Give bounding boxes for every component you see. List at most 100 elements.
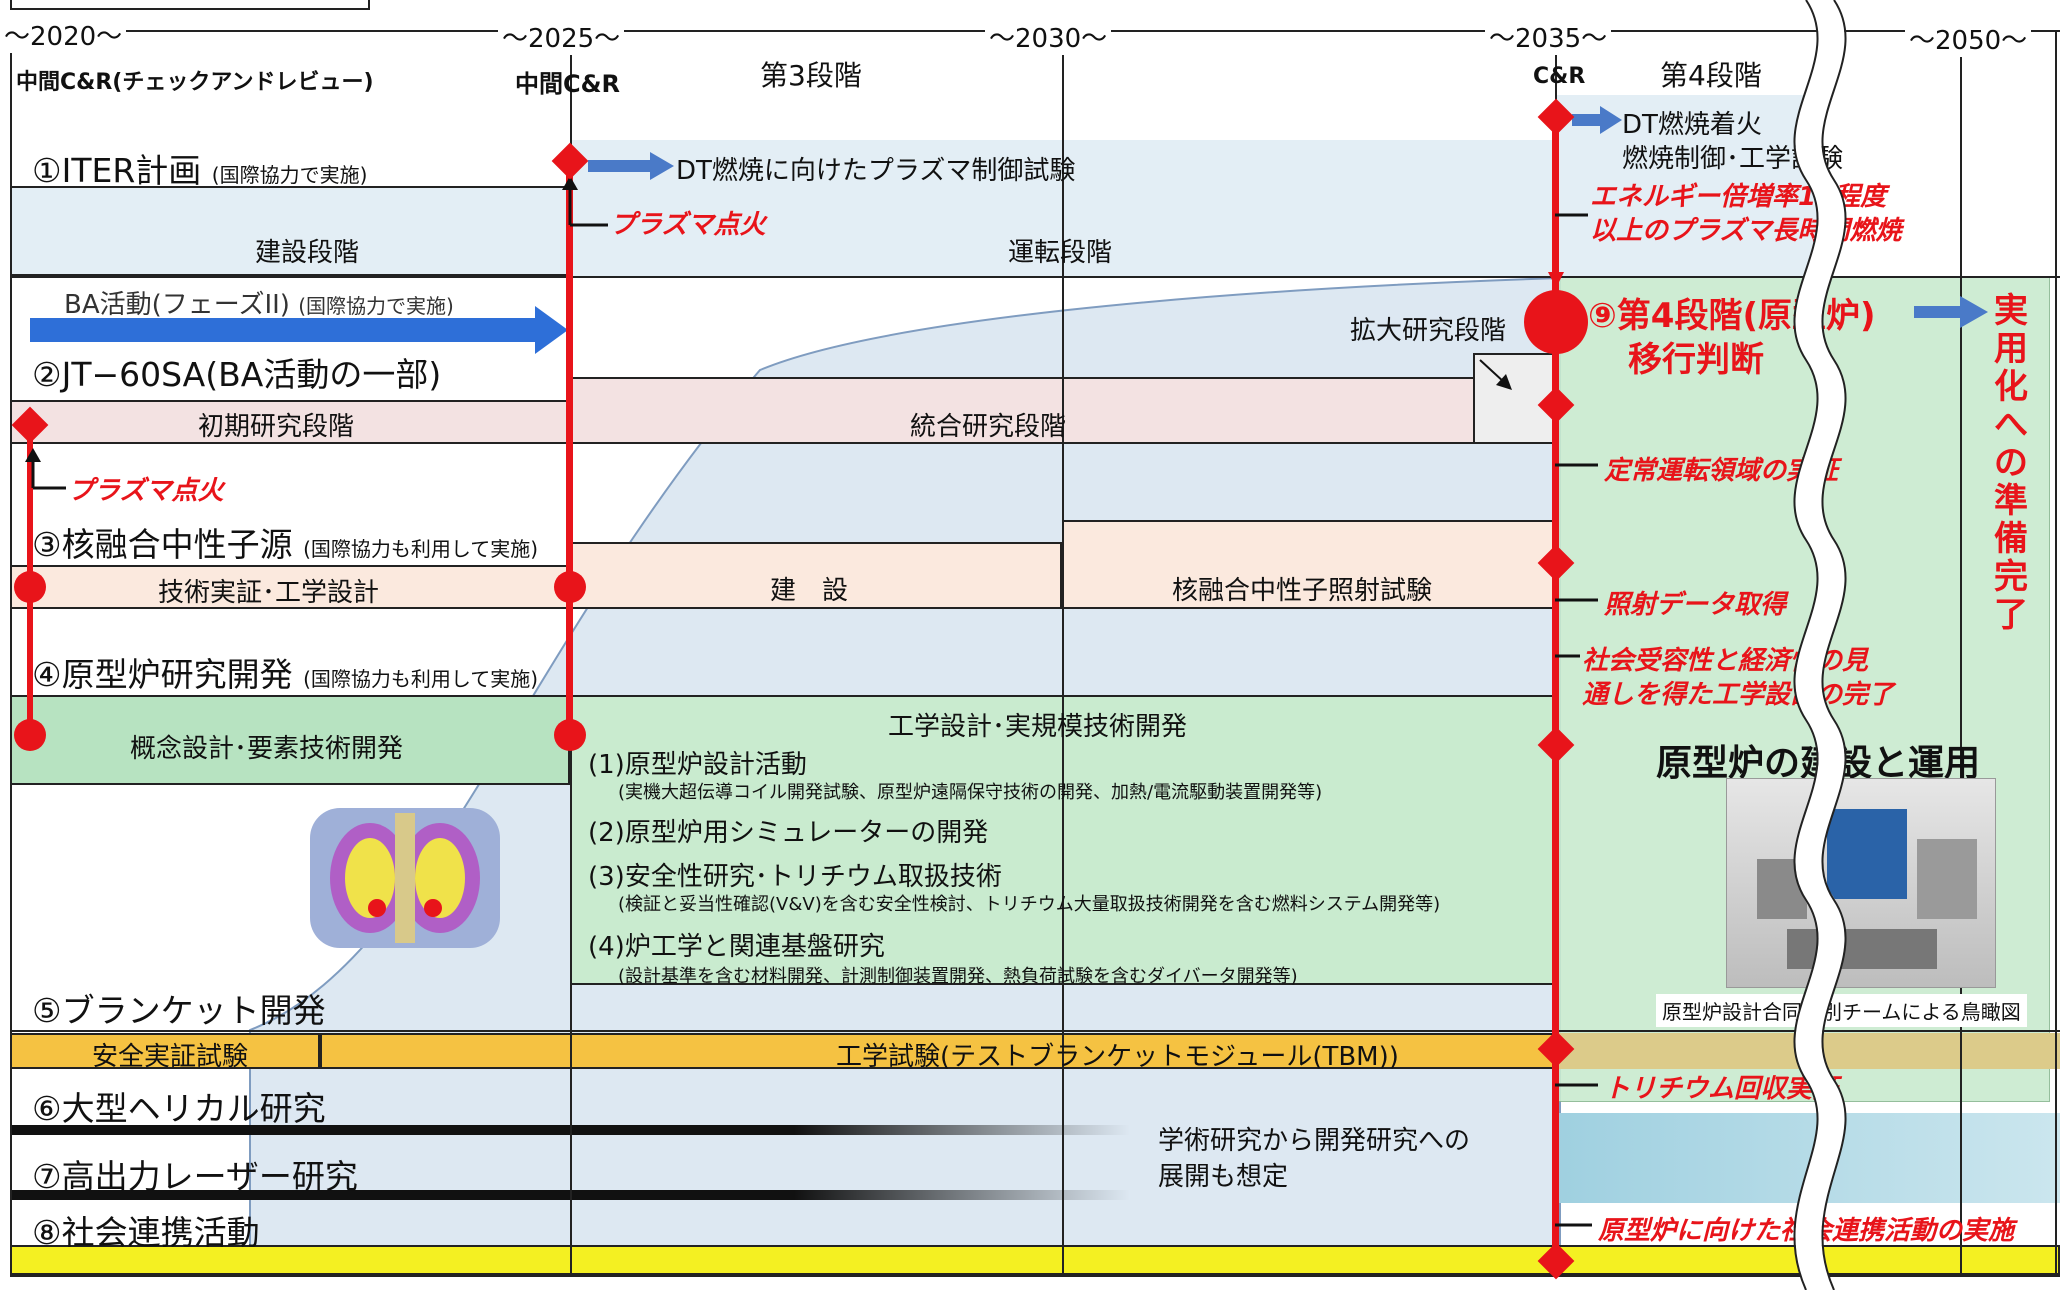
- jt60-integrated-band: [570, 377, 1475, 444]
- diamond-neutron-2035: [1537, 544, 1575, 582]
- demo-concept: 概念設計･要素技術開発: [130, 734, 404, 764]
- jt60-expanded: 拡大研究段階: [1350, 316, 1507, 346]
- grid-2040: [1960, 30, 1962, 1275]
- demo-title-text: ④原型炉研究開発: [32, 655, 293, 694]
- jt60-initial: 初期研究段階: [198, 412, 355, 442]
- neutron-note: (国際協力も利用して実施): [303, 537, 539, 561]
- blanket-tbm-band: [320, 1033, 1555, 1069]
- diamond-jt60-2020: [11, 406, 49, 444]
- decision-ready: 実用化への準備完了: [1994, 291, 2028, 635]
- demo-note: (国際協力も利用して実施): [303, 667, 539, 691]
- diamond-iter-2035: [1537, 98, 1575, 136]
- break-wave: [1795, 0, 1845, 1290]
- year-2030: 〜2030〜: [985, 18, 1112, 55]
- row-sep-1: [10, 276, 2060, 278]
- grid-2020: [10, 30, 12, 1275]
- year-2025: 〜2025〜: [498, 18, 625, 55]
- laser-academic-2: 展開も想定: [1158, 1162, 1289, 1192]
- laser-title: ⑦高出力レーザー研究: [32, 1157, 358, 1196]
- neutron-irradiation-band: [1062, 520, 1555, 609]
- dot-demo-2020: [14, 719, 46, 751]
- blanket-tbm: 工学試験(テストブランケットモジュール(TBM)): [836, 1042, 1399, 1072]
- decision-title: ⑨第4段階(原型炉): [1588, 296, 1876, 336]
- year-2050: 〜2050〜: [1905, 20, 2032, 57]
- blanket-safety: 安全実証試験: [92, 1042, 249, 1072]
- demo-title: ④原型炉研究開発 (国際協力も利用して実施): [32, 648, 538, 696]
- dot-neutron-2025: [554, 571, 586, 603]
- neutron-design-band: [10, 565, 570, 609]
- stage4-label: 第4段階: [1660, 59, 1762, 92]
- ba-label: BA活動(フェーズII) (国際協力で実施): [64, 284, 454, 321]
- neutron-design: 技術実証･工学設計: [158, 578, 380, 608]
- blanket-title: ⑤ブランケット開発: [32, 991, 326, 1030]
- dot-decision: [1524, 290, 1588, 354]
- demo-item3-sub: (検証と妥当性確認(V&V)を含む安全性検討、トリチウム大量取扱技術開発を含む燃…: [618, 894, 1441, 915]
- blanket-tritium: トリチウム回収実証: [1604, 1074, 1839, 1104]
- dot-neutron-2020: [14, 571, 46, 603]
- diamond-iter-2025: [551, 142, 589, 180]
- ba-note: (国際協力で実施): [298, 294, 454, 318]
- red-line-2025: [566, 165, 573, 740]
- demo-accept-2: 通しを得た工学設計の完了: [1582, 680, 1895, 710]
- demo-concept-band: [10, 695, 570, 785]
- iter-title-text: ①ITER計画: [32, 151, 202, 190]
- cr-2035-label: C&R: [1533, 64, 1586, 89]
- neutron-construction: 建 設: [770, 576, 849, 606]
- demo-item3: (3)安全性研究･トリチウム取扱技術: [588, 862, 1002, 892]
- red-line-2035: [1552, 115, 1559, 1265]
- social-band: [10, 1245, 2060, 1275]
- neutron-irradiation: 核融合中性子照射試験: [1172, 576, 1433, 606]
- jt60-integrated: 統合研究段階: [910, 412, 1067, 442]
- neutron-data: 照射データ取得: [1604, 590, 1787, 620]
- year-2020: 〜2020〜: [0, 16, 127, 53]
- neutron-title-text: ③核融合中性子源: [32, 525, 293, 564]
- iter-dt-ignition: DT燃焼着火: [1622, 110, 1762, 140]
- stage3-label: 第3段階: [760, 59, 862, 92]
- plant-block-2: [1917, 839, 1977, 919]
- cr-2025-label: 中間C&R: [515, 70, 621, 98]
- diamond-demo-2035: [1537, 726, 1575, 764]
- diamond-jt60-2035: [1537, 386, 1575, 424]
- jt60-plasma-ignition: プラズマ点火: [68, 476, 224, 506]
- plant-block-3: [1787, 929, 1937, 969]
- iter-stage4-arrow: [1572, 106, 1622, 134]
- iter-title: ①ITER計画 (国際協力で実施): [32, 144, 367, 192]
- demo-plant-image: [1726, 778, 1996, 988]
- iter-energy-gain-2: 以上のプラズマ長時間燃焼: [1590, 216, 1902, 246]
- iter-plasma-ignition: プラズマ点火: [610, 210, 766, 240]
- blanket-safety-band: [10, 1033, 320, 1069]
- iter-operation: 運転段階: [1008, 238, 1113, 268]
- neutron-title: ③核融合中性子源 (国際協力も利用して実施): [32, 518, 538, 566]
- year-2035: 〜2035〜: [1485, 18, 1612, 55]
- iter-dt-control: DT燃焼に向けたプラズマ制御試験: [676, 156, 1076, 186]
- row-sep-2: [10, 1030, 2060, 1032]
- iter-note: (国際協力で実施): [211, 163, 368, 187]
- demo-engineering: 工学設計･実規模技術開発: [888, 712, 1188, 742]
- demo-image-caption: 原型炉設計合同特別チームによる鳥瞰図: [1656, 994, 2027, 1027]
- grid-2050: [2055, 30, 2057, 1275]
- neutron-construction-band: [570, 542, 1062, 609]
- demo-item4-sub: (設計基準を含む材料開発、計測制御装置開発、熱負荷試験を含むダイバータ開発等): [618, 966, 1298, 987]
- laser-academic-1: 学術研究から開発研究への: [1158, 1126, 1471, 1156]
- diamond-blanket-2035: [1537, 1030, 1575, 1068]
- plant-building: [1827, 809, 1907, 899]
- demo-item2: (2)原型炉用シミュレーターの開発: [588, 818, 989, 848]
- ba-arrow: [30, 306, 568, 354]
- top-left-box: [10, 0, 370, 10]
- diamond-social-2035: [1537, 1242, 1575, 1280]
- grid-2030: [1062, 30, 1064, 1275]
- jt60-title: ②JT−60SA(BA活動の一部): [32, 355, 442, 394]
- demo-item4: (4)炉工学と関連基盤研究: [588, 932, 885, 962]
- demo-item1: (1)原型炉設計活動: [588, 750, 807, 780]
- jt60-initial-band: [10, 400, 570, 444]
- demo-item1-sub: (実機大超伝導コイル開発試験、原型炉遠隔保守技術の開発、加熱/電流駆動装置開発等…: [618, 782, 1323, 803]
- row-sep-bottom: [10, 1275, 2060, 1277]
- iter-dt-arrow: [588, 152, 674, 180]
- cr-2020-label: 中間C&R(チェックアンドレビュー): [16, 70, 374, 95]
- social-title: ⑧社会連携活動: [32, 1213, 260, 1252]
- decision-sub: 移行判断: [1628, 340, 1764, 380]
- decision-arrow: [1914, 296, 1988, 328]
- ba-text: BA活動(フェーズII): [64, 290, 290, 320]
- dot-demo-2025: [554, 719, 586, 751]
